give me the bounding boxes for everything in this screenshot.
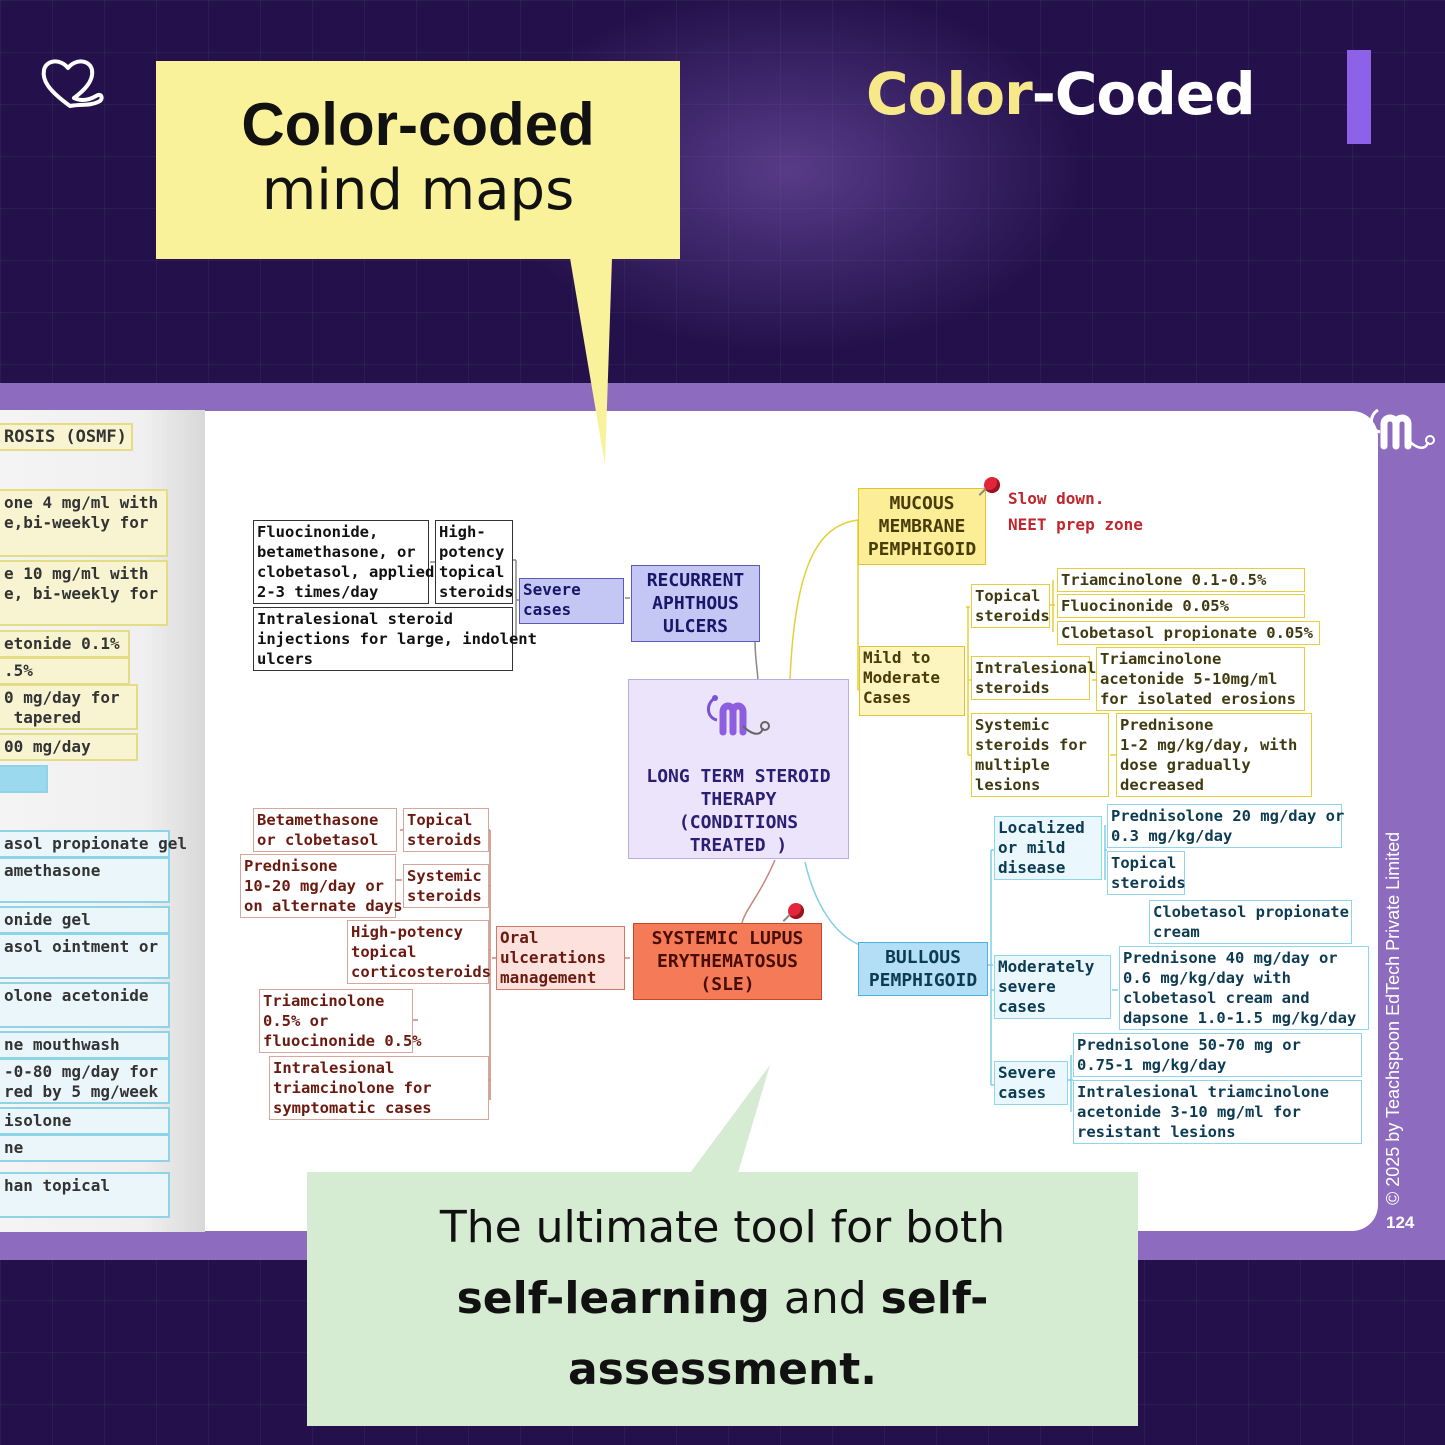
- left-page-item: 0 mg/day for tapered: [0, 684, 138, 730]
- stethoscope-m-logo-icon: [707, 695, 770, 736]
- node-sle-systemic-steroids[interactable]: Systemic steroids: [403, 864, 489, 908]
- node-mmp-systemic[interactable]: Systemic steroids for multiple lesions: [971, 713, 1109, 797]
- left-page-item: 00 mg/day: [0, 733, 138, 761]
- node-mmp-topical-steroids[interactable]: Topical steroids: [971, 584, 1050, 628]
- node-bp-localized[interactable]: Localized or mild disease: [994, 816, 1102, 880]
- headline-bold: Color-coded: [241, 91, 595, 158]
- node-bp-moderately-severe[interactable]: Moderately severe cases: [994, 955, 1111, 1019]
- left-page-item: amethasone: [0, 857, 170, 903]
- headline-callout: Color-coded mind maps: [156, 61, 680, 259]
- left-page-item: onide gel: [0, 906, 170, 934]
- left-page-item: -0-80 mg/day for red by 5 mg/week: [0, 1058, 170, 1104]
- node-bullous-pemphigoid[interactable]: BULLOUS PEMPHIGOID: [858, 942, 988, 996]
- note-slow-down: Slow down. NEET prep zone: [1008, 489, 1143, 534]
- node-sle-prednisone[interactable]: Prednisone 10-20 mg/day or on alternate …: [240, 854, 403, 918]
- page-number: 124: [1386, 1213, 1415, 1232]
- node-bp-severe-cases[interactable]: Severe cases: [994, 1061, 1068, 1105]
- node-mmp-fluocinonide[interactable]: Fluocinonide 0.05%: [1057, 594, 1305, 618]
- brand-accent-bar: [1347, 50, 1371, 144]
- node-rau-severe-cases[interactable]: Severe cases: [519, 578, 624, 624]
- headline-regular: mind maps: [261, 158, 575, 223]
- node-sle-intralesional[interactable]: Intralesional triamcinolone for symptoma…: [269, 1056, 489, 1120]
- tagline-bold3: assessment.: [567, 1344, 878, 1395]
- left-page-item: [0, 765, 48, 793]
- copyright-text: © 2025 by Teachspoon EdTech Private Limi…: [1383, 831, 1403, 1205]
- left-page-item: ne mouthwash: [0, 1031, 170, 1059]
- stethoscope-m-logo-icon: [1370, 408, 1435, 450]
- left-page-item: olone acetonide: [0, 982, 170, 1028]
- left-page-item: .5%: [0, 657, 130, 685]
- left-page-item: isolone: [0, 1107, 170, 1135]
- node-sle-oral-ulcerations[interactable]: Oral ulcerations management: [496, 926, 625, 990]
- node-systemic-lupus-erythematosus[interactable]: SYSTEMIC LUPUS ERYTHEMATOSUS (SLE): [633, 923, 822, 1000]
- node-mmp-triamcinolone[interactable]: Triamcinolone 0.1-0.5%: [1057, 568, 1305, 592]
- red-pushpin-icon: [788, 903, 804, 919]
- node-mmp-systemic-detail[interactable]: Prednisone 1-2 mg/kg/day, with dose grad…: [1116, 713, 1312, 797]
- node-mmp-intralesional[interactable]: Intralesional steroids: [971, 656, 1096, 700]
- left-page-item: e 10 mg/ml with e, bi-weekly for: [0, 560, 168, 626]
- red-pushpin-icon: [984, 477, 1000, 493]
- node-sle-betamethasone[interactable]: Betamethasone or clobetasol: [253, 808, 397, 852]
- left-page-item: one 4 mg/ml with e,bi-weekly for: [0, 489, 168, 557]
- node-bp-prednisolone-50[interactable]: Prednisolone 50-70 mg or 0.75-1 mg/kg/da…: [1073, 1033, 1362, 1077]
- tagline-bold1: self-learning: [456, 1273, 770, 1324]
- node-bp-prednisone-40[interactable]: Prednisone 40 mg/day or 0.6 mg/kg/day wi…: [1119, 946, 1369, 1030]
- node-rau-high-potency[interactable]: High- potency topical steroids: [435, 520, 514, 604]
- left-page-item: han topical: [0, 1172, 170, 1218]
- node-mucous-membrane-pemphigoid[interactable]: MUCOUS MEMBRANE PEMPHIGOID: [858, 488, 986, 565]
- node-mmp-mild-moderate[interactable]: Mild to Moderate Cases: [859, 646, 965, 716]
- left-page-item: asol propionate gel: [0, 830, 187, 858]
- tagline-line1: The ultimate tool for both: [439, 1202, 1006, 1253]
- heart-logo-icon: [41, 59, 104, 108]
- callout-pointer-bottom: [690, 1065, 770, 1173]
- left-page-item: ne: [0, 1134, 170, 1162]
- node-sle-high-potency[interactable]: High-potency topical corticosteroids: [347, 920, 491, 984]
- tagline-bold2: self-: [880, 1273, 989, 1324]
- node-mmp-intralesional-detail[interactable]: Triamcinolone acetonide 5-10mg/ml for is…: [1096, 647, 1305, 711]
- left-page-item: asol ointment or: [0, 933, 170, 979]
- tagline-callout: The ultimate tool for both self-learning…: [307, 1172, 1138, 1426]
- node-bp-intralesional[interactable]: Intralesional triamcinolone acetonide 3-…: [1073, 1080, 1362, 1144]
- node-bp-topical-steroids[interactable]: Topical steroids: [1107, 851, 1186, 895]
- node-bp-clobetasol-cream[interactable]: Clobetasol propionate cream: [1149, 900, 1352, 944]
- node-recurrent-aphthous-ulcers[interactable]: RECURRENT APHTHOUS ULCERS: [631, 565, 760, 642]
- left-page-title: ROSIS (OSMF): [0, 423, 133, 451]
- center-node-label: LONG TERM STEROID THERAPY (CONDITIONS TR…: [646, 766, 831, 856]
- node-mmp-clobetasol[interactable]: Clobetasol propionate 0.05%: [1057, 621, 1320, 645]
- node-rau-intralesional[interactable]: Intralesional steroid injections for lar…: [253, 607, 537, 671]
- page-edge-strip: [1378, 411, 1445, 1231]
- node-sle-triamcinolone[interactable]: Triamcinolone 0.5% or fluocinonide 0.5%: [259, 989, 422, 1053]
- brand-title: Color-Coded: [866, 60, 1256, 128]
- node-rau-fluocinonide[interactable]: Fluocinonide, betamethasone, or clobetas…: [253, 520, 434, 604]
- node-sle-topical-steroids[interactable]: Topical steroids: [403, 808, 489, 852]
- node-bp-prednisolone-20[interactable]: Prednisolone 20 mg/day or 0.3 mg/kg/day: [1107, 804, 1344, 848]
- callout-pointer-top: [570, 258, 612, 465]
- left-page-item: etonide 0.1%: [0, 630, 130, 658]
